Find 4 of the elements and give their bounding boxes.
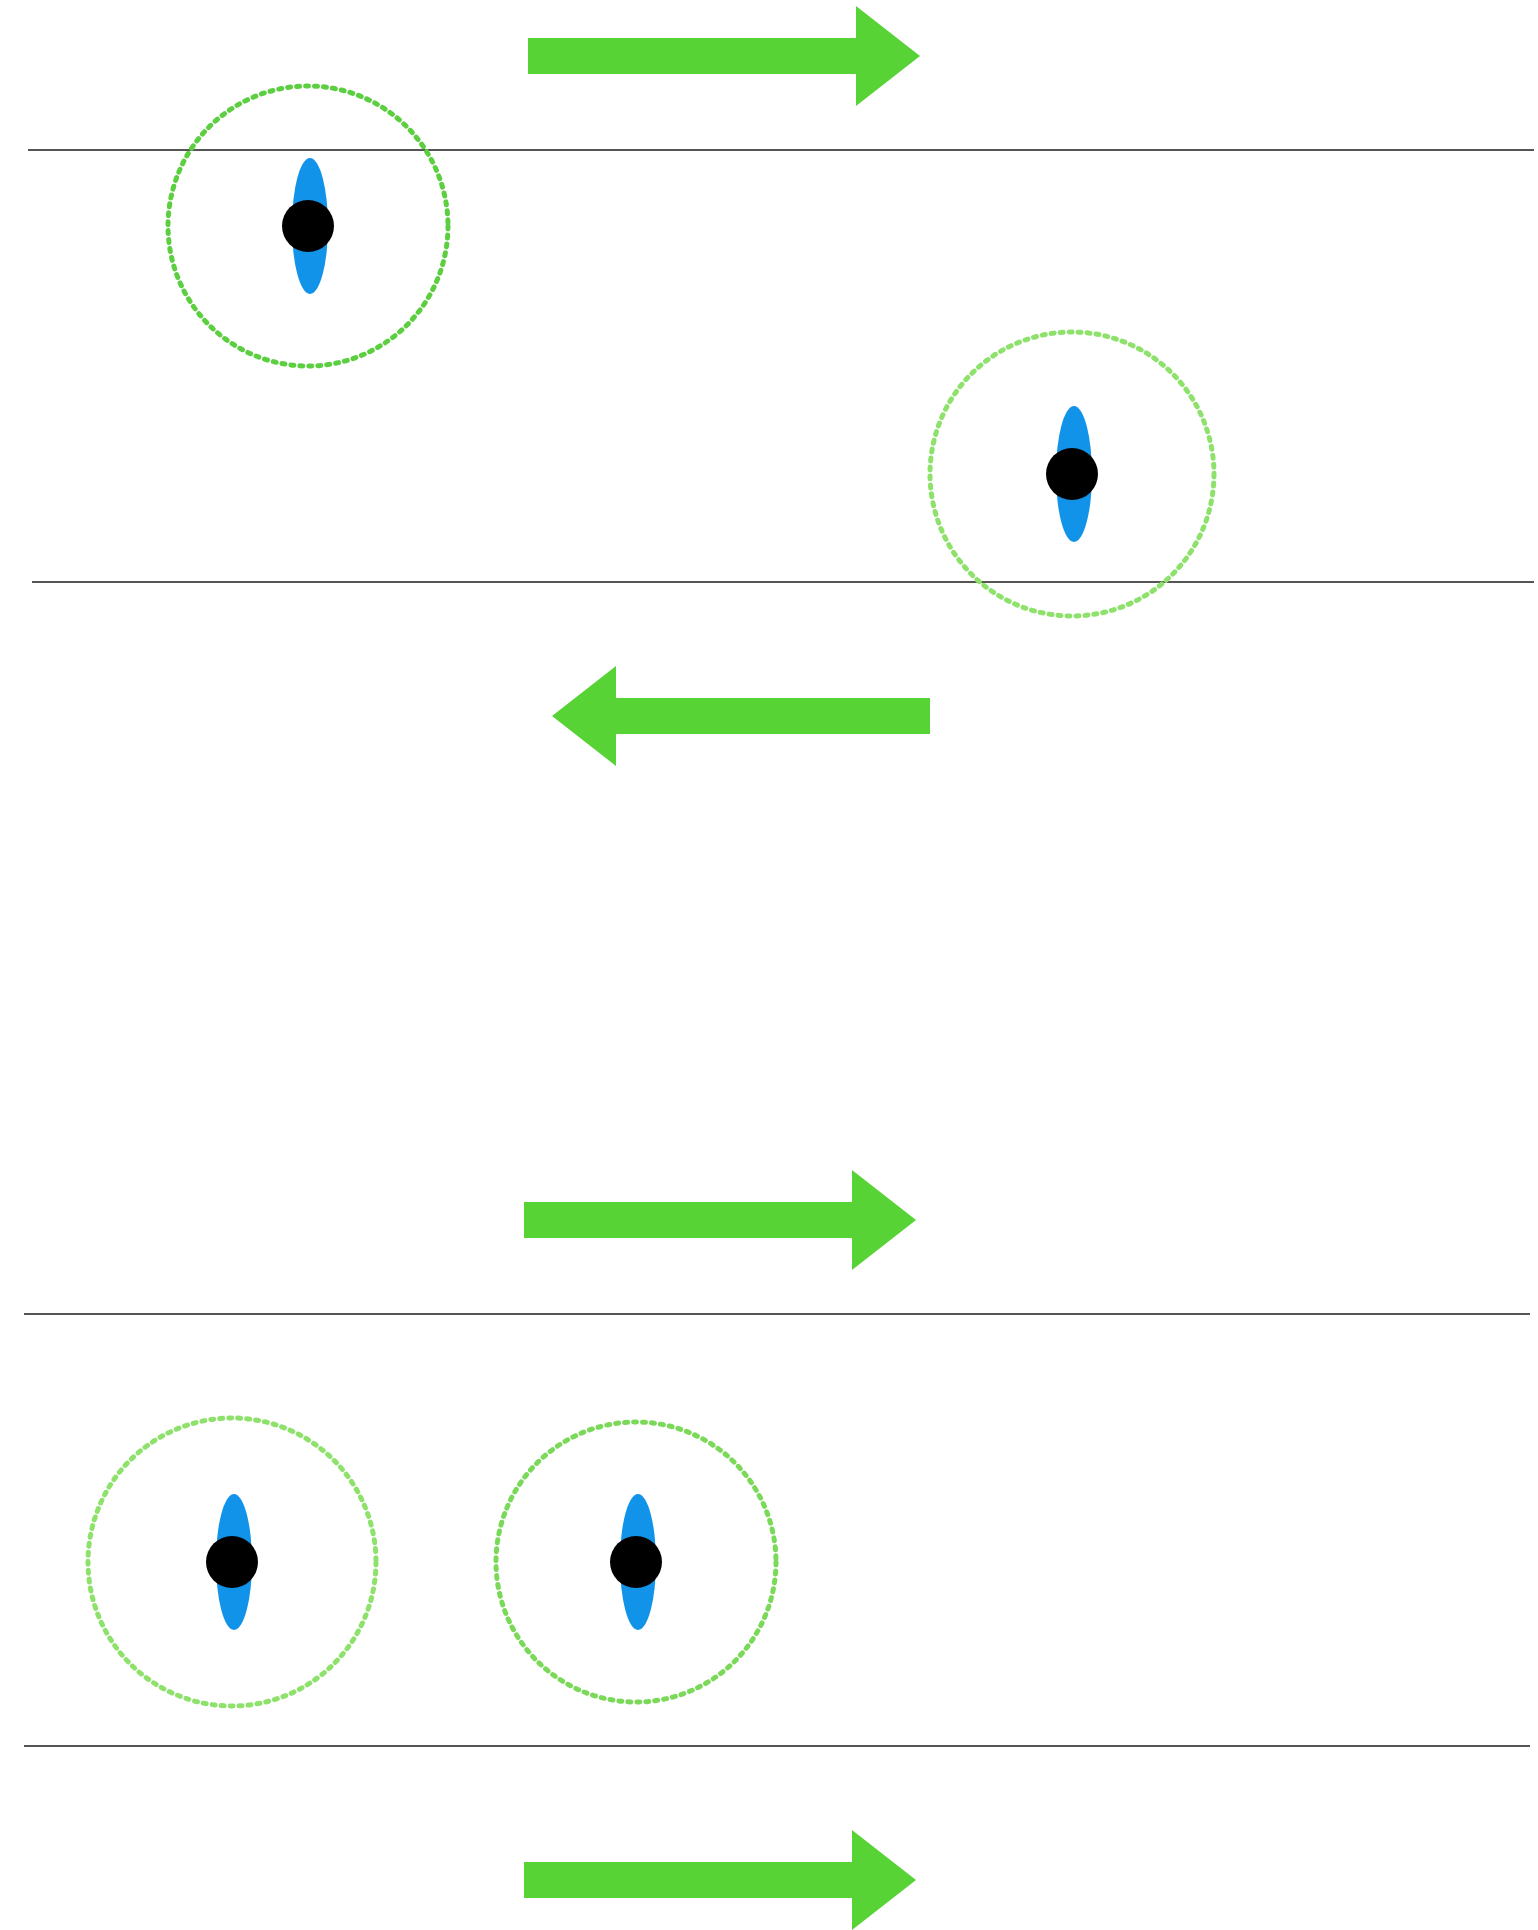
dotted-circle-drawing <box>492 1418 780 1706</box>
dotted-circle-drawing <box>84 1414 380 1710</box>
dotted-circle-drawing <box>926 328 1218 620</box>
dotted-circle-drawing <box>164 82 452 370</box>
